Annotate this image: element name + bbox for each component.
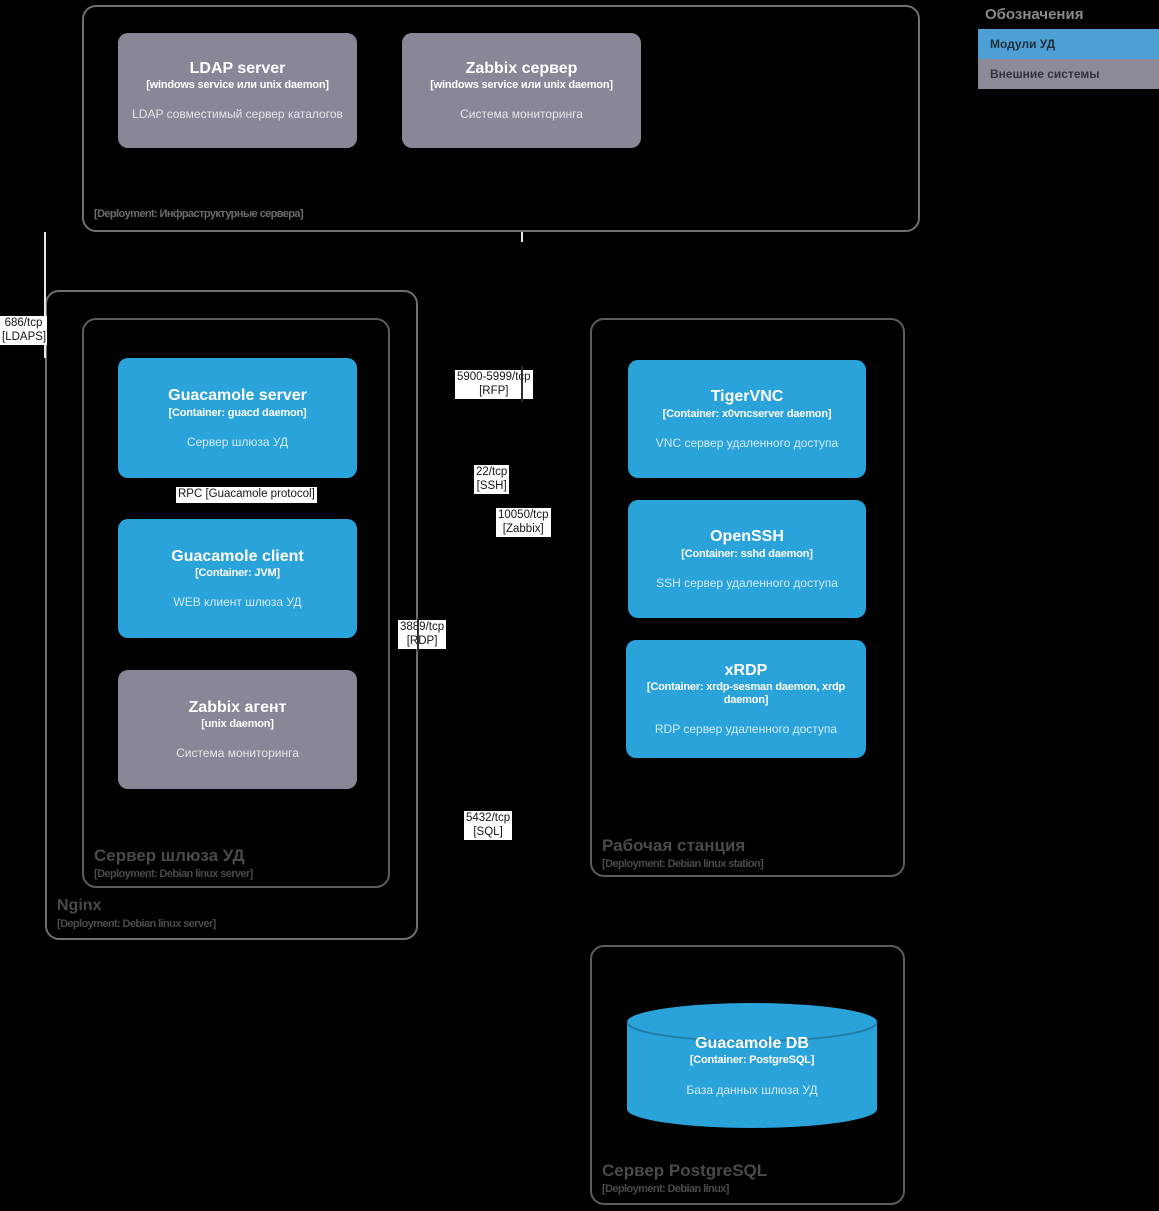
guacamole-db-description: База данных шлюза УД bbox=[686, 1082, 818, 1097]
openssh-description: SSH сервер удаленного доступа bbox=[656, 575, 838, 590]
connection-label-ssh: 22/tcp [SSH] bbox=[474, 465, 510, 495]
connection-label-zabbix: 10050/tcp [Zabbix] bbox=[496, 508, 551, 538]
zabbix-server-title: Zabbix сервер bbox=[465, 59, 578, 77]
workstation-group-title: Рабочая станция bbox=[602, 836, 746, 855]
connection-label-sql: 5432/tcp [SQL] bbox=[464, 811, 513, 841]
connection-line-rfp-top bbox=[521, 232, 523, 242]
zabbix-agent-description: Система мониторинга bbox=[176, 746, 299, 761]
guacamole-server-title: Guacamole server bbox=[168, 387, 307, 405]
guacamole-db-title: Guacamole DB bbox=[695, 1035, 809, 1052]
xrdp-description: RDP сервер удаленного доступа bbox=[654, 722, 838, 737]
nginx-group bbox=[45, 290, 418, 940]
connection-label-rdp: 3889/tcp [RDP] bbox=[398, 620, 447, 650]
openssh-subtitle: [Container: sshd daemon] bbox=[681, 547, 813, 560]
workstation-group bbox=[590, 318, 905, 877]
nginx-group-deployment-label: [Deployment: Debian linux server] bbox=[57, 918, 216, 930]
zabbix-server-description: Система мониторинга bbox=[460, 107, 583, 122]
guacamole-client-title: Guacamole client bbox=[171, 547, 304, 565]
connection-label-rpc: RPC [Guacamole protocol] bbox=[176, 487, 317, 503]
node-guacamole-server: Guacamole server [Container: guacd daemo… bbox=[118, 358, 357, 478]
node-zabbix-agent: Zabbix агент [unix daemon] Система монит… bbox=[118, 670, 357, 789]
tigervnc-subtitle: [Container: x0vncserver daemon] bbox=[662, 407, 832, 420]
postgres-group-deployment-label: [Deployment: Debian linux] bbox=[602, 1183, 729, 1196]
xrdp-title: xRDP bbox=[724, 661, 768, 679]
connection-label-ldaps: 686/tcp [LDAPS] bbox=[0, 316, 47, 346]
nginx-group-title: Nginx bbox=[57, 897, 102, 914]
gateway-group-title: Сервер шлюза УД bbox=[94, 846, 245, 865]
node-xrdp: xRDP [Container: xrdp-sesman daemon, xrd… bbox=[626, 640, 866, 758]
guacamole-server-description: Сервер шлюза УД bbox=[186, 434, 289, 449]
zabbix-agent-subtitle: [unix daemon] bbox=[201, 718, 274, 731]
ldap-server-description: LDAP совместимый сервер каталогов bbox=[132, 107, 343, 122]
connection-label-rfp: 5900-5999/tcp [RFP] bbox=[455, 370, 533, 400]
gateway-group-deployment-label: [Deployment: Debian linux server] bbox=[94, 868, 253, 881]
openssh-title: OpenSSH bbox=[710, 528, 784, 546]
node-openssh: OpenSSH [Container: sshd daemon] SSH сер… bbox=[628, 500, 866, 618]
guacamole-client-subtitle: [Container: JVM] bbox=[195, 567, 280, 580]
guacamole-db-subtitle: [Container: PostgreSQL] bbox=[689, 1054, 815, 1067]
legend-title: Обозначения bbox=[985, 6, 1084, 23]
node-zabbix-server: Zabbix сервер [windows service или unix … bbox=[402, 33, 641, 148]
ldap-server-title: LDAP server bbox=[189, 59, 286, 77]
ldap-server-subtitle: [windows service или unix daemon] bbox=[146, 79, 329, 92]
guacamole-client-description: WEB клиент шлюза УД bbox=[173, 595, 302, 610]
workstation-group-deployment-label: [Deployment: Debian linux station] bbox=[602, 858, 764, 871]
zabbix-server-subtitle: [windows service или unix daemon] bbox=[430, 79, 613, 92]
connection-line-rfp bbox=[521, 366, 523, 402]
connection-line-ldaps bbox=[44, 232, 46, 358]
xrdp-subtitle: [Container: xrdp-sesman daemon, xrdp dae… bbox=[646, 681, 846, 707]
tigervnc-title: TigerVNC bbox=[710, 388, 784, 406]
tigervnc-description: VNC сервер удаленного доступа bbox=[655, 435, 839, 450]
database-cylinder bbox=[626, 1003, 878, 1128]
gateway-server-group bbox=[82, 318, 390, 888]
node-tigervnc: TigerVNC [Container: x0vncserver daemon]… bbox=[628, 360, 866, 478]
legend-item-external: Внешние системы bbox=[978, 59, 1159, 89]
infra-group-deployment-label: [Deployment: Инфраструктурные сервера] bbox=[94, 208, 304, 220]
legend-item-modules: Модули УД bbox=[978, 29, 1159, 59]
node-guacamole-client: Guacamole client [Container: JVM] WEB кл… bbox=[118, 519, 357, 638]
connection-line-rdp bbox=[417, 618, 419, 652]
postgres-group-title: Сервер PostgreSQL bbox=[602, 1161, 768, 1180]
postgres-server-group bbox=[590, 945, 905, 1205]
zabbix-agent-title: Zabbix агент bbox=[188, 698, 287, 716]
node-guacamole-db: Guacamole DB [Container: PostgreSQL] Баз… bbox=[626, 1003, 878, 1128]
node-ldap-server: LDAP server [windows service или unix da… bbox=[118, 33, 357, 148]
guacamole-server-subtitle: [Container: guacd daemon] bbox=[168, 406, 307, 419]
infra-servers-group: [Deployment: Инфраструктурные сервера] bbox=[82, 5, 920, 232]
